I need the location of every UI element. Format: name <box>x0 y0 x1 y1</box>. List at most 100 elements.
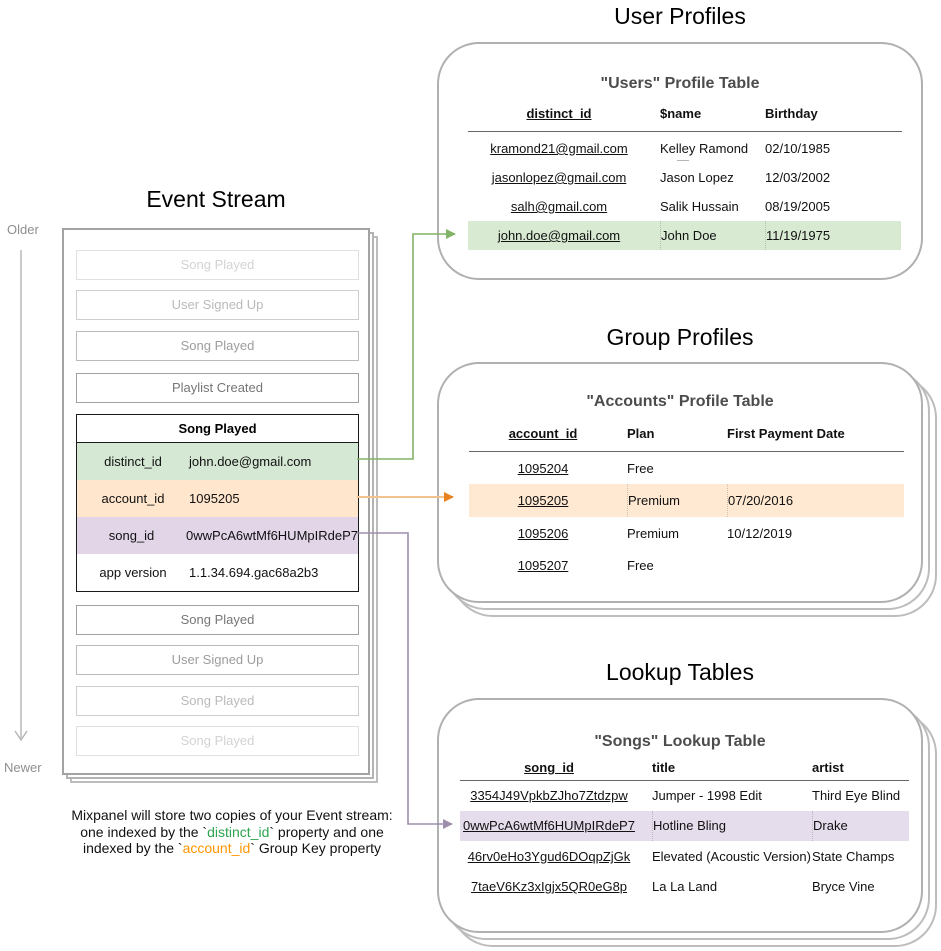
column-header-birthday: Birthday <box>765 106 818 121</box>
property-value: 1095205 <box>189 491 240 506</box>
lookup-tables-title: Lookup Tables <box>606 659 754 685</box>
expanded-event-card: Song Played distinct_id john.doe@gmail.c… <box>76 414 359 592</box>
cell-first-payment-date <box>727 452 904 485</box>
cell-distinct-id: kramond21@gmail.com <box>490 141 628 156</box>
caption-line-2: one indexed by the `distinct_id` propert… <box>12 824 452 841</box>
cell-birthday: 02/10/1985 <box>765 141 831 156</box>
column-header-distinct-id: distinct_id <box>526 106 592 121</box>
accounts-table-header: account_id Plan First Payment Date <box>469 424 904 444</box>
table-row: jasonlopez@gmail.com Jason Lopez 12/03/2… <box>468 163 901 192</box>
table-row: kramond21@gmail.com Kelley Ramond 02/10/… <box>468 134 901 163</box>
footnote-caption: Mixpanel will store two copies of your E… <box>12 807 452 857</box>
event-item: User Signed Up <box>76 290 359 320</box>
caption-text: Mixpanel will store two copies of your E… <box>71 807 393 823</box>
caption-text: one indexed by the ` <box>80 823 208 840</box>
property-key: song_id <box>108 528 155 543</box>
users-table-title: "Users" Profile Table <box>600 75 760 92</box>
cell-song-id: 0wwPcA6wtMf6HUMpIRdeP7 <box>463 818 635 833</box>
event-stream-title: Event Stream <box>146 186 286 212</box>
header-rule <box>468 131 902 132</box>
cell-song-id: 3354J49VpkbZJho7Ztdzpw <box>470 788 628 803</box>
cell-song-title: Jumper - 1998 Edit <box>652 788 762 803</box>
users-profile-panel: "Users" Profile Table distinct_id $name … <box>437 42 923 280</box>
column-header-artist: artist <box>812 760 844 775</box>
event-property-row-app-version: app version 1.1.34.694.gac68a2b3 <box>77 554 358 591</box>
cell-distinct-id: jasonlopez@gmail.com <box>491 170 627 185</box>
cell-artist: Bryce Vine <box>812 879 875 894</box>
event-card-title: Song Played <box>77 415 358 443</box>
accounts-table-title: "Accounts" Profile Table <box>586 393 774 410</box>
table-row: 46rv0eHo3Ygud6DOqpZjGk Elevated (Acousti… <box>460 842 909 872</box>
cell-song-title: Elevated (Acoustic Version) <box>652 849 811 864</box>
cell-first-payment-date <box>727 549 904 582</box>
table-row: 1095206 Premium 10/12/2019 <box>469 517 904 550</box>
cell-account-id: 1095207 <box>517 558 569 573</box>
cell-birthday: 12/03/2002 <box>765 170 831 185</box>
cell-name: Jason Lopez <box>660 170 734 185</box>
caption-line-1: Mixpanel will store two copies of your E… <box>12 807 452 824</box>
table-row: 3354J49VpkbZJho7Ztdzpw Jumper - 1998 Edi… <box>460 781 909 811</box>
event-item: Playlist Created <box>76 373 359 403</box>
account-id-code: account_id <box>182 840 251 856</box>
songs-lookup-panel: "Songs" Lookup Table song_id title artis… <box>437 698 923 933</box>
caption-text: indexed by the ` <box>82 840 183 856</box>
event-item: Song Played <box>76 686 359 716</box>
cell-birthday: 11/19/1975 <box>765 221 901 250</box>
stray-dash <box>677 160 689 161</box>
table-row-highlighted: 1095205 Premium 07/20/2016 <box>469 484 904 517</box>
timeline-newer-label: Newer <box>4 760 42 775</box>
table-row-highlighted: 0wwPcA6wtMf6HUMpIRdeP7 Hotline Bling Dra… <box>460 811 909 841</box>
event-stream-container: Song Played User Signed Up Song Played P… <box>62 228 370 775</box>
cell-artist: Drake <box>812 811 909 841</box>
cell-name: Salik Hussain <box>660 199 739 214</box>
cell-distinct-id: salh@gmail.com <box>510 199 608 214</box>
table-row: salh@gmail.com Salik Hussain 08/19/2005 <box>468 192 901 221</box>
distinct-id-code: distinct_id <box>207 823 270 840</box>
group-profiles-title: Group Profiles <box>606 324 754 350</box>
timeline-arrowhead-icon <box>14 730 28 742</box>
cell-song-title: Hotline Bling <box>652 811 810 841</box>
songs-table-title: "Songs" Lookup Table <box>594 733 766 750</box>
timeline-older-label: Older <box>7 222 39 237</box>
accounts-profile-panel: "Accounts" Profile Table account_id Plan… <box>437 362 923 603</box>
property-key: distinct_id <box>104 454 162 469</box>
column-header-song-id: song_id <box>524 760 574 775</box>
table-row: 1095204 Free <box>469 452 904 485</box>
column-header-account-id: account_id <box>508 426 578 441</box>
cell-artist: State Champs <box>812 849 895 864</box>
header-rule <box>460 780 909 781</box>
cell-song-id: 7taeV6Kz3xIgjx5QR0eG8p <box>470 879 628 894</box>
user-profiles-title: User Profiles <box>614 3 746 29</box>
column-header-title: title <box>652 760 676 775</box>
cell-plan: Free <box>627 558 654 573</box>
cell-account-id: 1095204 <box>517 461 569 476</box>
event-property-row-song-id: song_id 0wwPcA6wtMf6HUMpIRdeP7 <box>77 517 358 554</box>
cell-account-id: 1095205 <box>517 493 569 508</box>
event-item: Song Played <box>76 331 359 361</box>
table-row: 7taeV6Kz3xIgjx5QR0eG8p La La Land Bryce … <box>460 872 909 902</box>
cell-account-id: 1095206 <box>517 526 569 541</box>
event-property-row-distinct-id: distinct_id john.doe@gmail.com <box>77 443 358 480</box>
cell-plan: Premium <box>627 484 722 517</box>
caption-text: ` property and one <box>269 823 384 840</box>
cell-distinct-id: john.doe@gmail.com <box>497 228 621 243</box>
table-row: 1095207 Free <box>469 549 904 582</box>
column-header-first-payment-date: First Payment Date <box>727 426 845 441</box>
caption-text: ` Group Key property <box>250 840 382 856</box>
cell-plan: Free <box>627 461 654 476</box>
property-key: app version <box>99 565 167 580</box>
event-item: Song Played <box>76 605 359 635</box>
column-header-name: $name <box>660 106 702 121</box>
cell-song-title: La La Land <box>652 879 718 894</box>
property-key: account_id <box>101 491 165 506</box>
cell-name: Kelley Ramond <box>660 141 749 156</box>
event-item: Song Played <box>76 250 359 280</box>
cell-song-id: 46rv0eHo3Ygud6DOqpZjGk <box>467 849 631 864</box>
cell-birthday: 08/19/2005 <box>765 199 831 214</box>
cell-plan: Premium <box>627 526 680 541</box>
songs-table-header: song_id title artist <box>460 758 909 778</box>
cell-name: John Doe <box>660 221 760 250</box>
table-row-highlighted: john.doe@gmail.com John Doe 11/19/1975 <box>468 221 901 250</box>
property-value: 1.1.34.694.gac68a2b3 <box>189 565 319 580</box>
